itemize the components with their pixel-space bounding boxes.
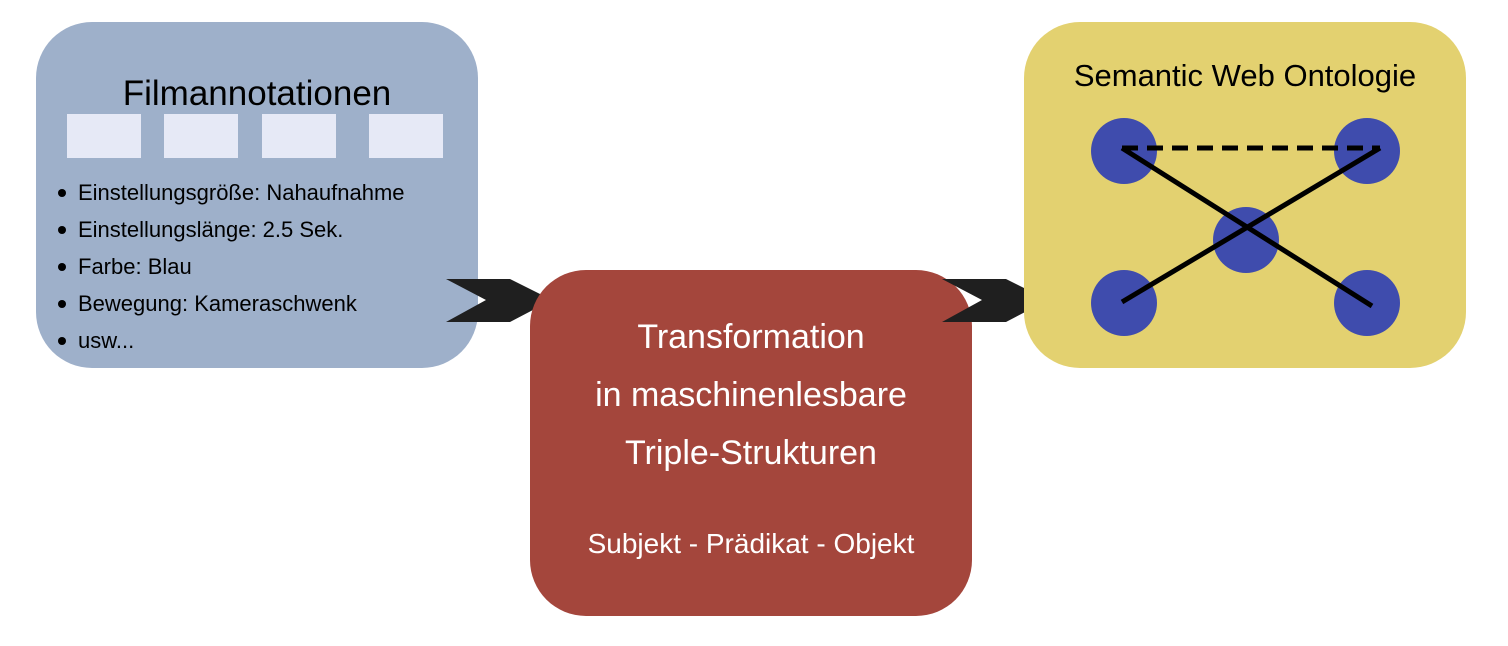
ontology-node xyxy=(1213,207,1279,273)
annotation-item: usw... xyxy=(58,322,405,359)
ontology-node xyxy=(1334,118,1400,184)
transformation-heading-line: in maschinenlesbare xyxy=(595,376,907,414)
ontology-edge xyxy=(1120,145,1382,305)
triple-structure-label: Subjekt - Prädikat - Objekt xyxy=(587,528,915,559)
annotation-item: Einstellungsgröße: Nahaufnahme xyxy=(58,174,405,211)
film-annotations-box: Filmannotationen Einstellungsgröße: Naha… xyxy=(36,22,478,368)
ontology-title: Semantic Web Ontologie xyxy=(1073,58,1417,93)
ontology-box: Semantic Web Ontologie xyxy=(1024,22,1466,368)
film-frame-thumbnail xyxy=(164,114,238,158)
transformation-box: Transformation in maschinenlesbare Tripl… xyxy=(530,270,972,616)
annotation-list: Einstellungsgröße: Nahaufnahme Einstellu… xyxy=(58,174,405,359)
film-frame-thumbnail xyxy=(369,114,443,158)
arrow-right-icon xyxy=(446,279,552,322)
film-annotations-title: Filmannotationen xyxy=(122,74,392,113)
arrow-right-icon xyxy=(942,279,1048,322)
annotation-item: Bewegung: Kameraschwenk xyxy=(58,285,405,322)
film-frame-thumbnail xyxy=(67,114,141,158)
transformation-heading-line: Transformation xyxy=(637,318,865,356)
annotation-item: Farbe: Blau xyxy=(58,248,405,285)
film-frame-thumbnail xyxy=(262,114,336,158)
ontology-graph xyxy=(1091,118,1400,336)
transformation-heading-line: Triple-Strukturen xyxy=(625,434,877,472)
annotation-item: Einstellungslänge: 2.5 Sek. xyxy=(58,211,405,248)
transformation-heading: Transformation in maschinenlesbare Tripl… xyxy=(530,308,972,482)
